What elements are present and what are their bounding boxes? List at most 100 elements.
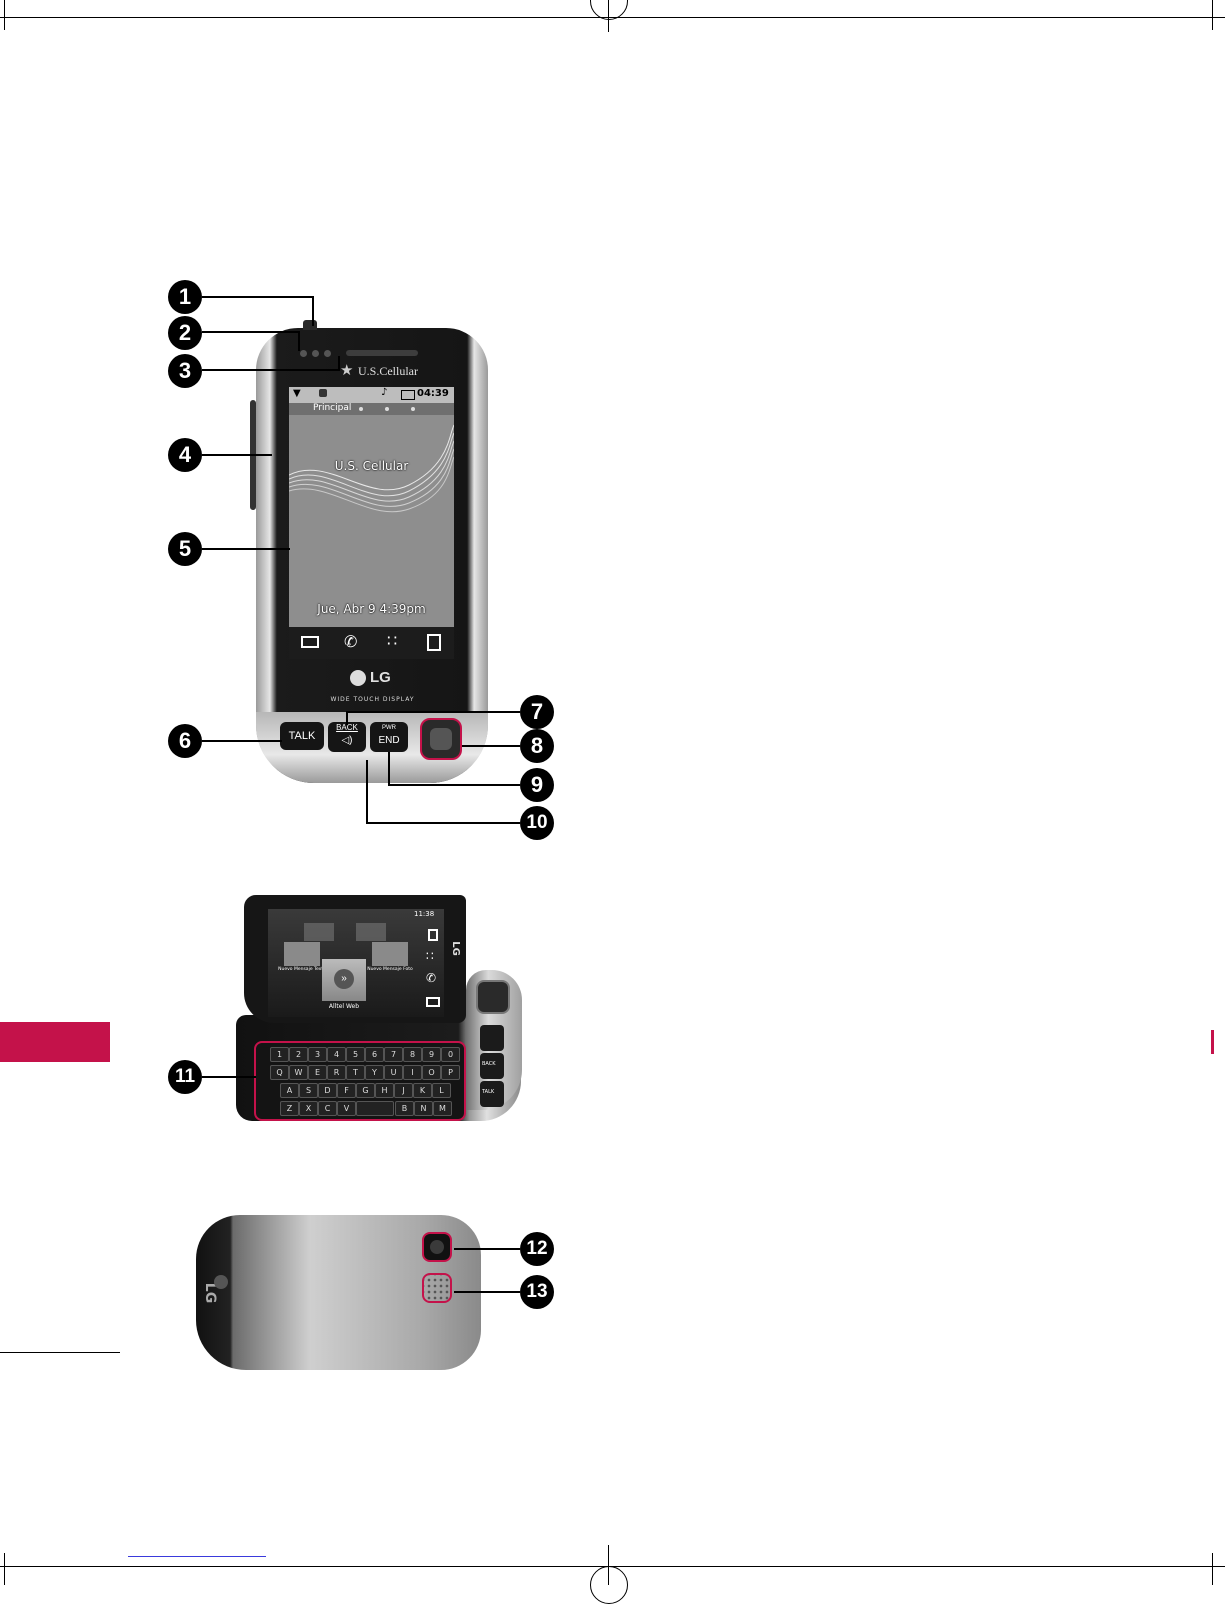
talk-key[interactable]: TALK <box>280 722 324 750</box>
key-8[interactable]: 8 <box>403 1047 422 1062</box>
leader-3-h <box>202 369 340 371</box>
key-g[interactable]: G <box>356 1083 375 1098</box>
tab-tick-left <box>0 1030 3 1054</box>
leader-4 <box>202 454 272 456</box>
key-m[interactable]: M <box>433 1101 452 1116</box>
side-back-key[interactable]: BACK <box>480 1053 504 1079</box>
front-screen[interactable]: ▼ ♪ 04:39 Principal U.S. Cellular Jue, A… <box>289 387 454 659</box>
back-key[interactable]: BACK ◁) <box>328 722 366 752</box>
call-icon[interactable]: ✆ <box>344 632 357 651</box>
key-0[interactable]: 0 <box>441 1047 460 1062</box>
tile-web[interactable]: » <box>322 959 366 1001</box>
key-1[interactable]: 1 <box>270 1047 289 1062</box>
key-7[interactable]: 7 <box>384 1047 403 1062</box>
front-brand: LG <box>350 668 410 688</box>
key-6[interactable]: 6 <box>365 1047 384 1062</box>
open-mail-icon[interactable] <box>426 997 440 1007</box>
leader-2-v <box>298 331 300 351</box>
leader-6 <box>202 740 282 742</box>
crop-line-top-right <box>608 17 1225 18</box>
tile-text-message[interactable] <box>284 942 320 966</box>
key-z[interactable]: Z <box>280 1101 299 1116</box>
open-contacts-icon[interactable] <box>428 929 438 941</box>
leader-5 <box>202 548 290 550</box>
key-k[interactable]: K <box>413 1083 432 1098</box>
callout-3: 3 <box>168 354 202 388</box>
key-u[interactable]: U <box>384 1065 403 1080</box>
signal-icon: ▼ <box>293 388 301 399</box>
talk-key-label: TALK <box>280 722 324 750</box>
key-space[interactable] <box>356 1101 394 1116</box>
key-l[interactable]: L <box>432 1083 451 1098</box>
screen-tab-label[interactable]: Principal <box>313 403 351 413</box>
callout-2: 2 <box>168 316 202 350</box>
callout-11: 11 <box>168 1060 202 1094</box>
keyboard: 1 2 3 4 5 6 7 8 9 0 Q W E R T Y U I O P … <box>254 1041 466 1121</box>
leader-7-h <box>346 711 520 713</box>
callout-4: 4 <box>168 438 202 472</box>
tile-photo-message[interactable] <box>372 942 408 966</box>
callout-13: 13 <box>520 1275 554 1309</box>
speaker-icon: ◁) <box>328 734 366 748</box>
crop-mark-right-bottom <box>1212 1553 1213 1585</box>
key-b[interactable]: B <box>395 1101 414 1116</box>
crop-line-bottom <box>0 1566 1225 1567</box>
screen-carrier-name: U.S. Cellular <box>289 459 454 473</box>
key-r[interactable]: R <box>327 1065 346 1080</box>
key-i[interactable]: I <box>403 1065 422 1080</box>
open-phone: BACK TALK 11:38 Nuevo Mensaje Texto Nuev… <box>236 895 526 1125</box>
status-time: 04:39 <box>417 388 449 399</box>
key-t[interactable]: T <box>346 1065 365 1080</box>
crop-mark-left <box>4 0 5 30</box>
side-talk-key[interactable]: TALK <box>480 1081 504 1107</box>
key-n[interactable]: N <box>414 1101 433 1116</box>
pwr-label: PWR <box>370 722 408 734</box>
key-v[interactable]: V <box>337 1101 356 1116</box>
registration-mark-icon <box>590 1566 628 1604</box>
open-menu-dots-icon[interactable]: ∷ <box>426 949 434 963</box>
callout-12: 12 <box>520 1232 554 1266</box>
key-d[interactable]: D <box>318 1083 337 1098</box>
key-y[interactable]: Y <box>365 1065 384 1080</box>
key-j[interactable]: J <box>394 1083 413 1098</box>
end-key[interactable]: PWR END <box>370 722 408 752</box>
key-4[interactable]: 4 <box>327 1047 346 1062</box>
key-5[interactable]: 5 <box>346 1047 365 1062</box>
key-w[interactable]: W <box>289 1065 308 1080</box>
navigation-key[interactable] <box>420 718 462 760</box>
battery-icon <box>401 390 415 400</box>
open-screen[interactable]: 11:38 Nuevo Mensaje Texto Nuevo Mensaje … <box>268 909 444 1017</box>
key-q[interactable]: Q <box>270 1065 289 1080</box>
key-x[interactable]: X <box>299 1101 318 1116</box>
key-p[interactable]: P <box>441 1065 460 1080</box>
key-2[interactable]: 2 <box>289 1047 308 1062</box>
key-e[interactable]: E <box>308 1065 327 1080</box>
tile-photo-message-label: Nuevo Mensaje Foto <box>362 967 418 972</box>
crop-mark-right <box>1212 0 1213 30</box>
contacts-icon[interactable] <box>427 634 441 651</box>
back-lg-logo-icon <box>214 1275 228 1289</box>
callout-10: 10 <box>520 806 554 840</box>
key-h[interactable]: H <box>375 1083 394 1098</box>
key-f[interactable]: F <box>337 1083 356 1098</box>
leader-11 <box>202 1076 256 1078</box>
key-a[interactable]: A <box>280 1083 299 1098</box>
menu-dots-icon[interactable]: ∷ <box>387 631 397 650</box>
side-key-1[interactable] <box>480 1025 504 1051</box>
mail-icon[interactable] <box>301 636 319 648</box>
front-phone: ★ U.S.Cellular ▼ ♪ 04:39 Principal U.S. … <box>250 320 495 790</box>
top-key[interactable] <box>303 320 317 330</box>
leader-7-v <box>346 711 348 725</box>
key-3[interactable]: 3 <box>308 1047 327 1062</box>
open-call-icon[interactable]: ✆ <box>426 971 436 985</box>
key-s[interactable]: S <box>299 1083 318 1098</box>
carrier-logo: ★ U.S.Cellular <box>340 362 460 382</box>
section-tab <box>0 1022 110 1062</box>
open-brand: LG <box>450 941 461 956</box>
open-status-time: 11:38 <box>414 910 434 918</box>
callout-6: 6 <box>168 724 202 758</box>
key-o[interactable]: O <box>422 1065 441 1080</box>
key-9[interactable]: 9 <box>422 1047 441 1062</box>
key-c[interactable]: C <box>318 1101 337 1116</box>
side-nav-key[interactable] <box>476 980 510 1014</box>
